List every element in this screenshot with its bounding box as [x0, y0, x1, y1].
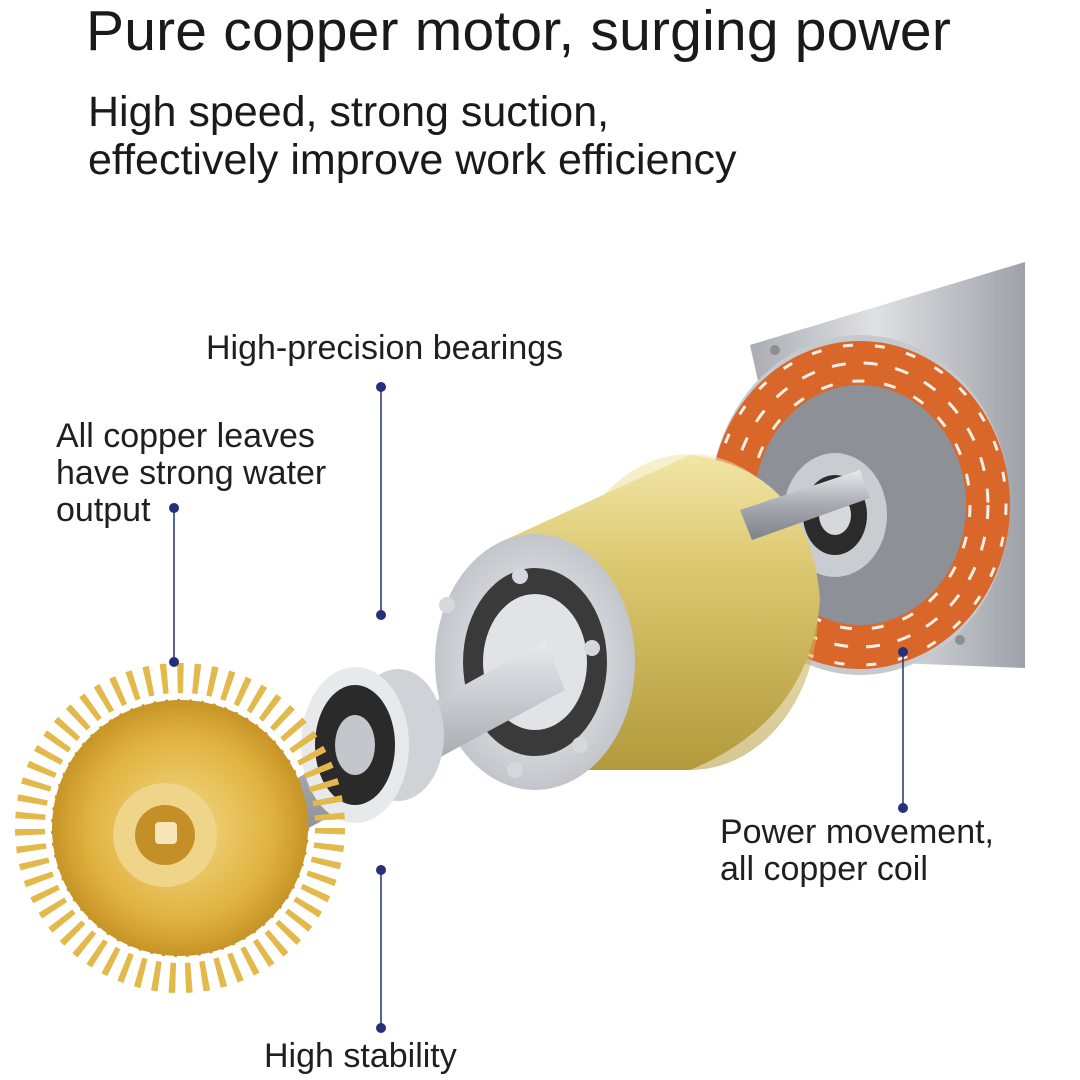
callout-copper-leaves: All copper leaves have strong water outp… [56, 418, 326, 529]
callout-bearings: High-precision bearings [206, 329, 564, 367]
callout-line-bearings [376, 382, 386, 620]
callout-leaves-line-3: output [56, 491, 151, 529]
callout-stability: High stability [264, 1037, 457, 1075]
front-bearing [301, 667, 444, 823]
callout-power-line-1: Power movement, [720, 813, 994, 851]
callout-line-stability [376, 865, 386, 1033]
subtitle-line-2: effectively improve work efficiency [88, 136, 737, 184]
callout-line-power [898, 647, 908, 813]
callout-power-line-2: all copper coil [720, 850, 928, 888]
subtitle-line-1: High speed, strong suction, [88, 88, 610, 136]
page-title: Pure copper motor, surging power [86, 0, 952, 63]
callout-power-movement: Power movement, all copper coil [720, 814, 994, 888]
callout-leaves-line-1: All copper leaves [56, 417, 315, 455]
callout-line-leaves [169, 503, 179, 667]
callout-leaves-line-2: have strong water [56, 454, 327, 492]
brass-impeller [15, 663, 345, 993]
